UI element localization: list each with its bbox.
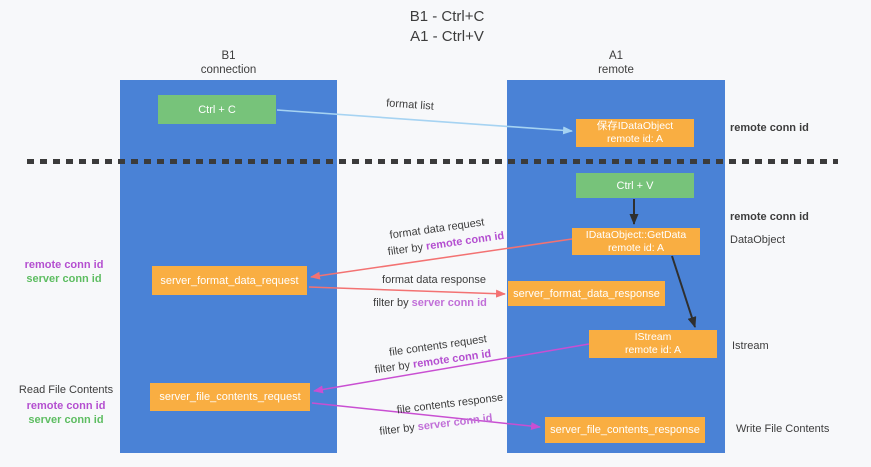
save-dataobject-line2: remote id: A: [606, 133, 664, 145]
format-data-response-arrow: [308, 286, 506, 298]
filter-by-server-label-2: filter by server conn id: [379, 412, 493, 438]
server-file-contents-request-node: server_file_contents_request: [150, 383, 310, 411]
server-format-data-response-node: server_format_data_response: [508, 281, 665, 306]
lifeline-header-b1: B1 connection: [120, 49, 337, 77]
server-format-data-request-node: server_format_data_request: [152, 266, 307, 295]
istream-node: IStream remote id: A: [589, 330, 717, 358]
remote-conn-id-annotation: remote conn id: [24, 259, 104, 271]
getdata-node: IDataObject::GetData remote id: A: [572, 228, 700, 255]
diagram-title: B1 - Ctrl+C A1 - Ctrl+V: [347, 7, 547, 47]
format-list-label: format list: [385, 97, 435, 113]
title-line-1: B1 - Ctrl+C: [409, 8, 485, 25]
left-conn-id-annotation: remote conn id server conn id: [10, 258, 118, 286]
lifeline-header-a1: A1 remote: [507, 49, 725, 77]
title-line-2: A1 - Ctrl+V: [410, 28, 484, 45]
server-conn-id-text: server conn id: [411, 297, 487, 309]
filter-by-server-label-1: filter by server conn id: [373, 297, 487, 309]
ctrl-v-node: Ctrl + V: [576, 173, 694, 198]
filter-by-text: filter by: [374, 359, 411, 377]
getdata-line1: IDataObject::GetData: [585, 228, 687, 241]
filter-by-text: filter by: [373, 297, 409, 309]
lifeline-a1-name: A1: [608, 50, 624, 62]
format-data-response-label: format data response: [382, 274, 486, 286]
save-dataobject-node: 保存IDataObject remote id: A: [576, 119, 694, 147]
ctrl-c-node: Ctrl + C: [158, 95, 276, 124]
read-file-annotation-block: Read File Contents remote conn id server…: [10, 383, 122, 427]
server-file-contents-response-node: server_file_contents_response: [545, 417, 705, 443]
lifeline-b1-name: B1: [221, 50, 236, 62]
istream-line2: remote id: A: [624, 344, 682, 356]
filter-by-text: filter by: [387, 241, 424, 259]
read-file-contents-label: Read File Contents: [18, 384, 114, 396]
server-conn-id-annotation: server conn id: [28, 414, 104, 426]
remote-conn-id-annotation-mid: remote conn id: [730, 211, 809, 223]
server-conn-id-annotation: server conn id: [26, 273, 102, 285]
phase-separator-line: [27, 159, 838, 164]
getdata-line2: remote id: A: [607, 241, 665, 254]
write-file-contents-label: Write File Contents: [736, 423, 830, 435]
filter-by-text: filter by: [378, 421, 416, 438]
remote-conn-id-annotation-top: remote conn id: [730, 122, 809, 134]
lifeline-a1-role: remote: [598, 64, 634, 76]
server-conn-id-text: server conn id: [417, 412, 494, 434]
istream-line1: IStream: [634, 331, 672, 343]
dataobject-annotation: DataObject: [730, 234, 786, 246]
istream-annotation: Istream: [732, 340, 769, 352]
remote-conn-id-annotation: remote conn id: [26, 400, 106, 412]
lifeline-b1-role: connection: [200, 64, 257, 76]
save-dataobject-line1: 保存IDataObject: [596, 120, 674, 132]
